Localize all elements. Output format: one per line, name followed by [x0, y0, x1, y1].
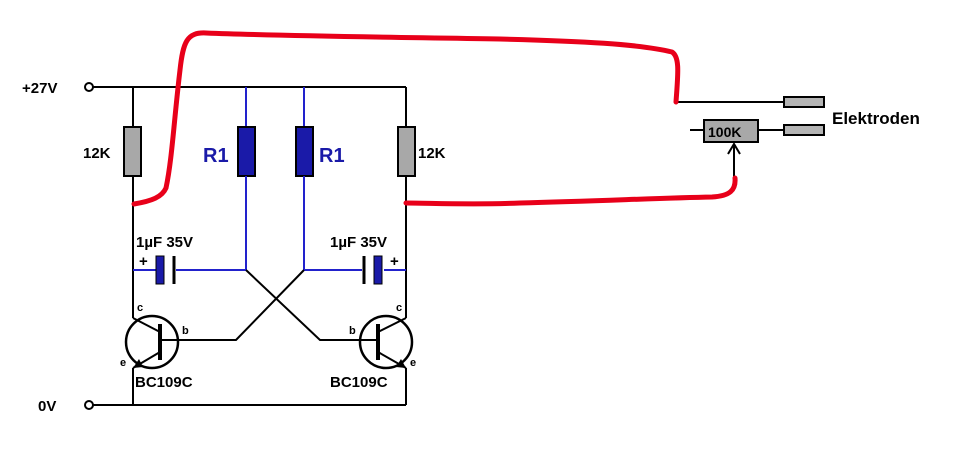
cross-wire-to-left-base [178, 269, 305, 341]
electrode-bottom [783, 124, 825, 136]
positive-terminal [84, 82, 94, 92]
pin-b-left: b [182, 325, 189, 337]
potentiometer-label: 100K [708, 124, 741, 140]
pin-c-left: c [137, 302, 143, 314]
cap-right-plus: + [390, 253, 399, 270]
transistor-right-label: BC109C [330, 374, 388, 391]
pot-wiper-arrow [727, 142, 741, 155]
capacitor-right-plate-positive [373, 255, 383, 285]
ground-terminal [84, 400, 94, 410]
pin-b-right: b [349, 325, 356, 337]
base-resistor-right-label: R1 [319, 145, 345, 167]
cross-wire-to-right-base [245, 269, 360, 341]
supply-ground-label: 0V [38, 398, 56, 415]
transistor-right [358, 314, 414, 370]
transistor-left [124, 314, 180, 370]
electrode-top [783, 96, 825, 108]
pin-e-right: e [410, 357, 416, 369]
pin-c-right: c [396, 302, 402, 314]
collector-resistor-left [123, 126, 142, 177]
red-wire-top [131, 30, 681, 207]
supply-positive-label: +27V [22, 80, 57, 97]
collector-resistor-right [397, 126, 416, 177]
transistor-left-label: BC109C [135, 374, 193, 391]
base-resistor-left-label: R1 [203, 145, 229, 167]
red-wire-bottom [403, 175, 738, 207]
collector-resistor-left-label: 12K [83, 145, 111, 162]
capacitor-left-label: 1µF 35V [136, 234, 193, 251]
cap-left-plus: + [139, 253, 148, 270]
pin-e-left: e [120, 357, 126, 369]
capacitor-left-plate-positive [155, 255, 165, 285]
capacitor-right-label: 1µF 35V [330, 234, 387, 251]
electrodes-label: Elektroden [832, 109, 920, 128]
base-resistor-left [237, 126, 256, 177]
collector-resistor-right-label: 12K [418, 145, 446, 162]
base-resistor-right [295, 126, 314, 177]
